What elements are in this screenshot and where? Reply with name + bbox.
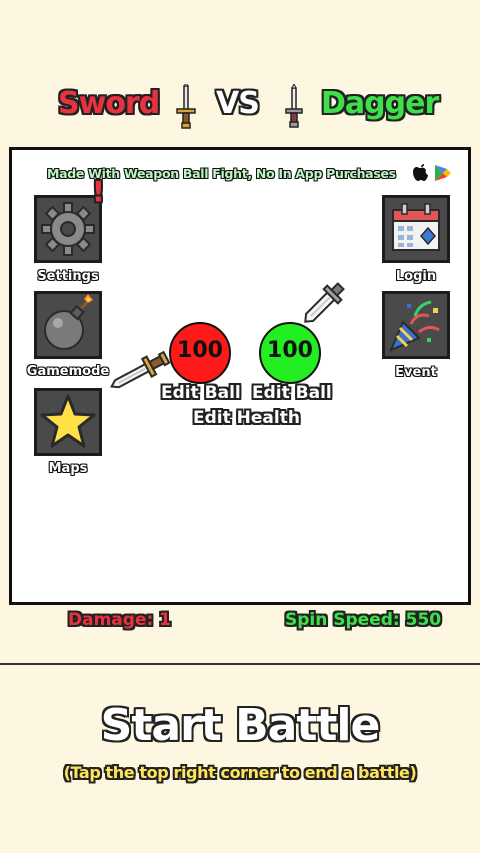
party-popper-icon bbox=[389, 300, 440, 352]
vs-label: VS bbox=[216, 86, 260, 121]
dagger-ball-health: 100 bbox=[267, 338, 313, 363]
settings-button[interactable] bbox=[34, 195, 102, 263]
gear-icon bbox=[41, 202, 95, 256]
edit-health-button[interactable]: Edit Health bbox=[193, 408, 300, 428]
event-label: Event bbox=[395, 365, 437, 380]
battle-arena[interactable]: Made With Weapon Ball Fight, No In App P… bbox=[9, 147, 471, 605]
edit-ball-right-button[interactable]: Edit Ball bbox=[252, 383, 332, 403]
dagger-ball[interactable]: 100 bbox=[259, 322, 321, 384]
login-button[interactable] bbox=[382, 195, 450, 263]
bomb-icon bbox=[44, 294, 93, 350]
login-label: Login bbox=[395, 269, 437, 284]
star-icon bbox=[40, 394, 96, 448]
gamemode-label: Gamemode bbox=[26, 364, 110, 379]
calendar-icon bbox=[392, 203, 440, 251]
sword-icon bbox=[110, 350, 171, 389]
gamemode-button[interactable] bbox=[34, 291, 102, 359]
left-weapon-title: Sword bbox=[58, 86, 160, 121]
edit-ball-left-button[interactable]: Edit Ball bbox=[161, 383, 241, 403]
title-row: Sword VS Dagger bbox=[0, 84, 480, 132]
start-battle-button[interactable]: Start Battle bbox=[100, 700, 381, 751]
sword-ball[interactable]: 100 bbox=[169, 322, 231, 384]
sword-ball-health: 100 bbox=[177, 338, 223, 363]
right-weapon-title: Dagger bbox=[321, 86, 439, 121]
settings-label: Settings bbox=[37, 269, 99, 284]
spin-speed-stat: Spin Speed: 550 bbox=[285, 610, 442, 630]
google-play-icon bbox=[435, 165, 451, 181]
damage-stat: Damage: 1 bbox=[68, 610, 172, 630]
divider bbox=[0, 663, 480, 665]
store-icons bbox=[410, 163, 454, 187]
settings-alert-badge: ! bbox=[92, 175, 105, 208]
made-with-note: Made With Weapon Ball Fight, No In App P… bbox=[47, 166, 396, 181]
dagger-icon bbox=[304, 282, 345, 323]
apple-icon bbox=[413, 164, 428, 181]
dagger-title-icon bbox=[285, 84, 303, 128]
maps-button[interactable] bbox=[34, 388, 102, 456]
end-battle-hint: (Tap the top right corner to end a battl… bbox=[63, 763, 417, 782]
maps-label: Maps bbox=[48, 461, 88, 476]
event-button[interactable] bbox=[382, 291, 450, 359]
sword-title-icon bbox=[176, 84, 196, 129]
